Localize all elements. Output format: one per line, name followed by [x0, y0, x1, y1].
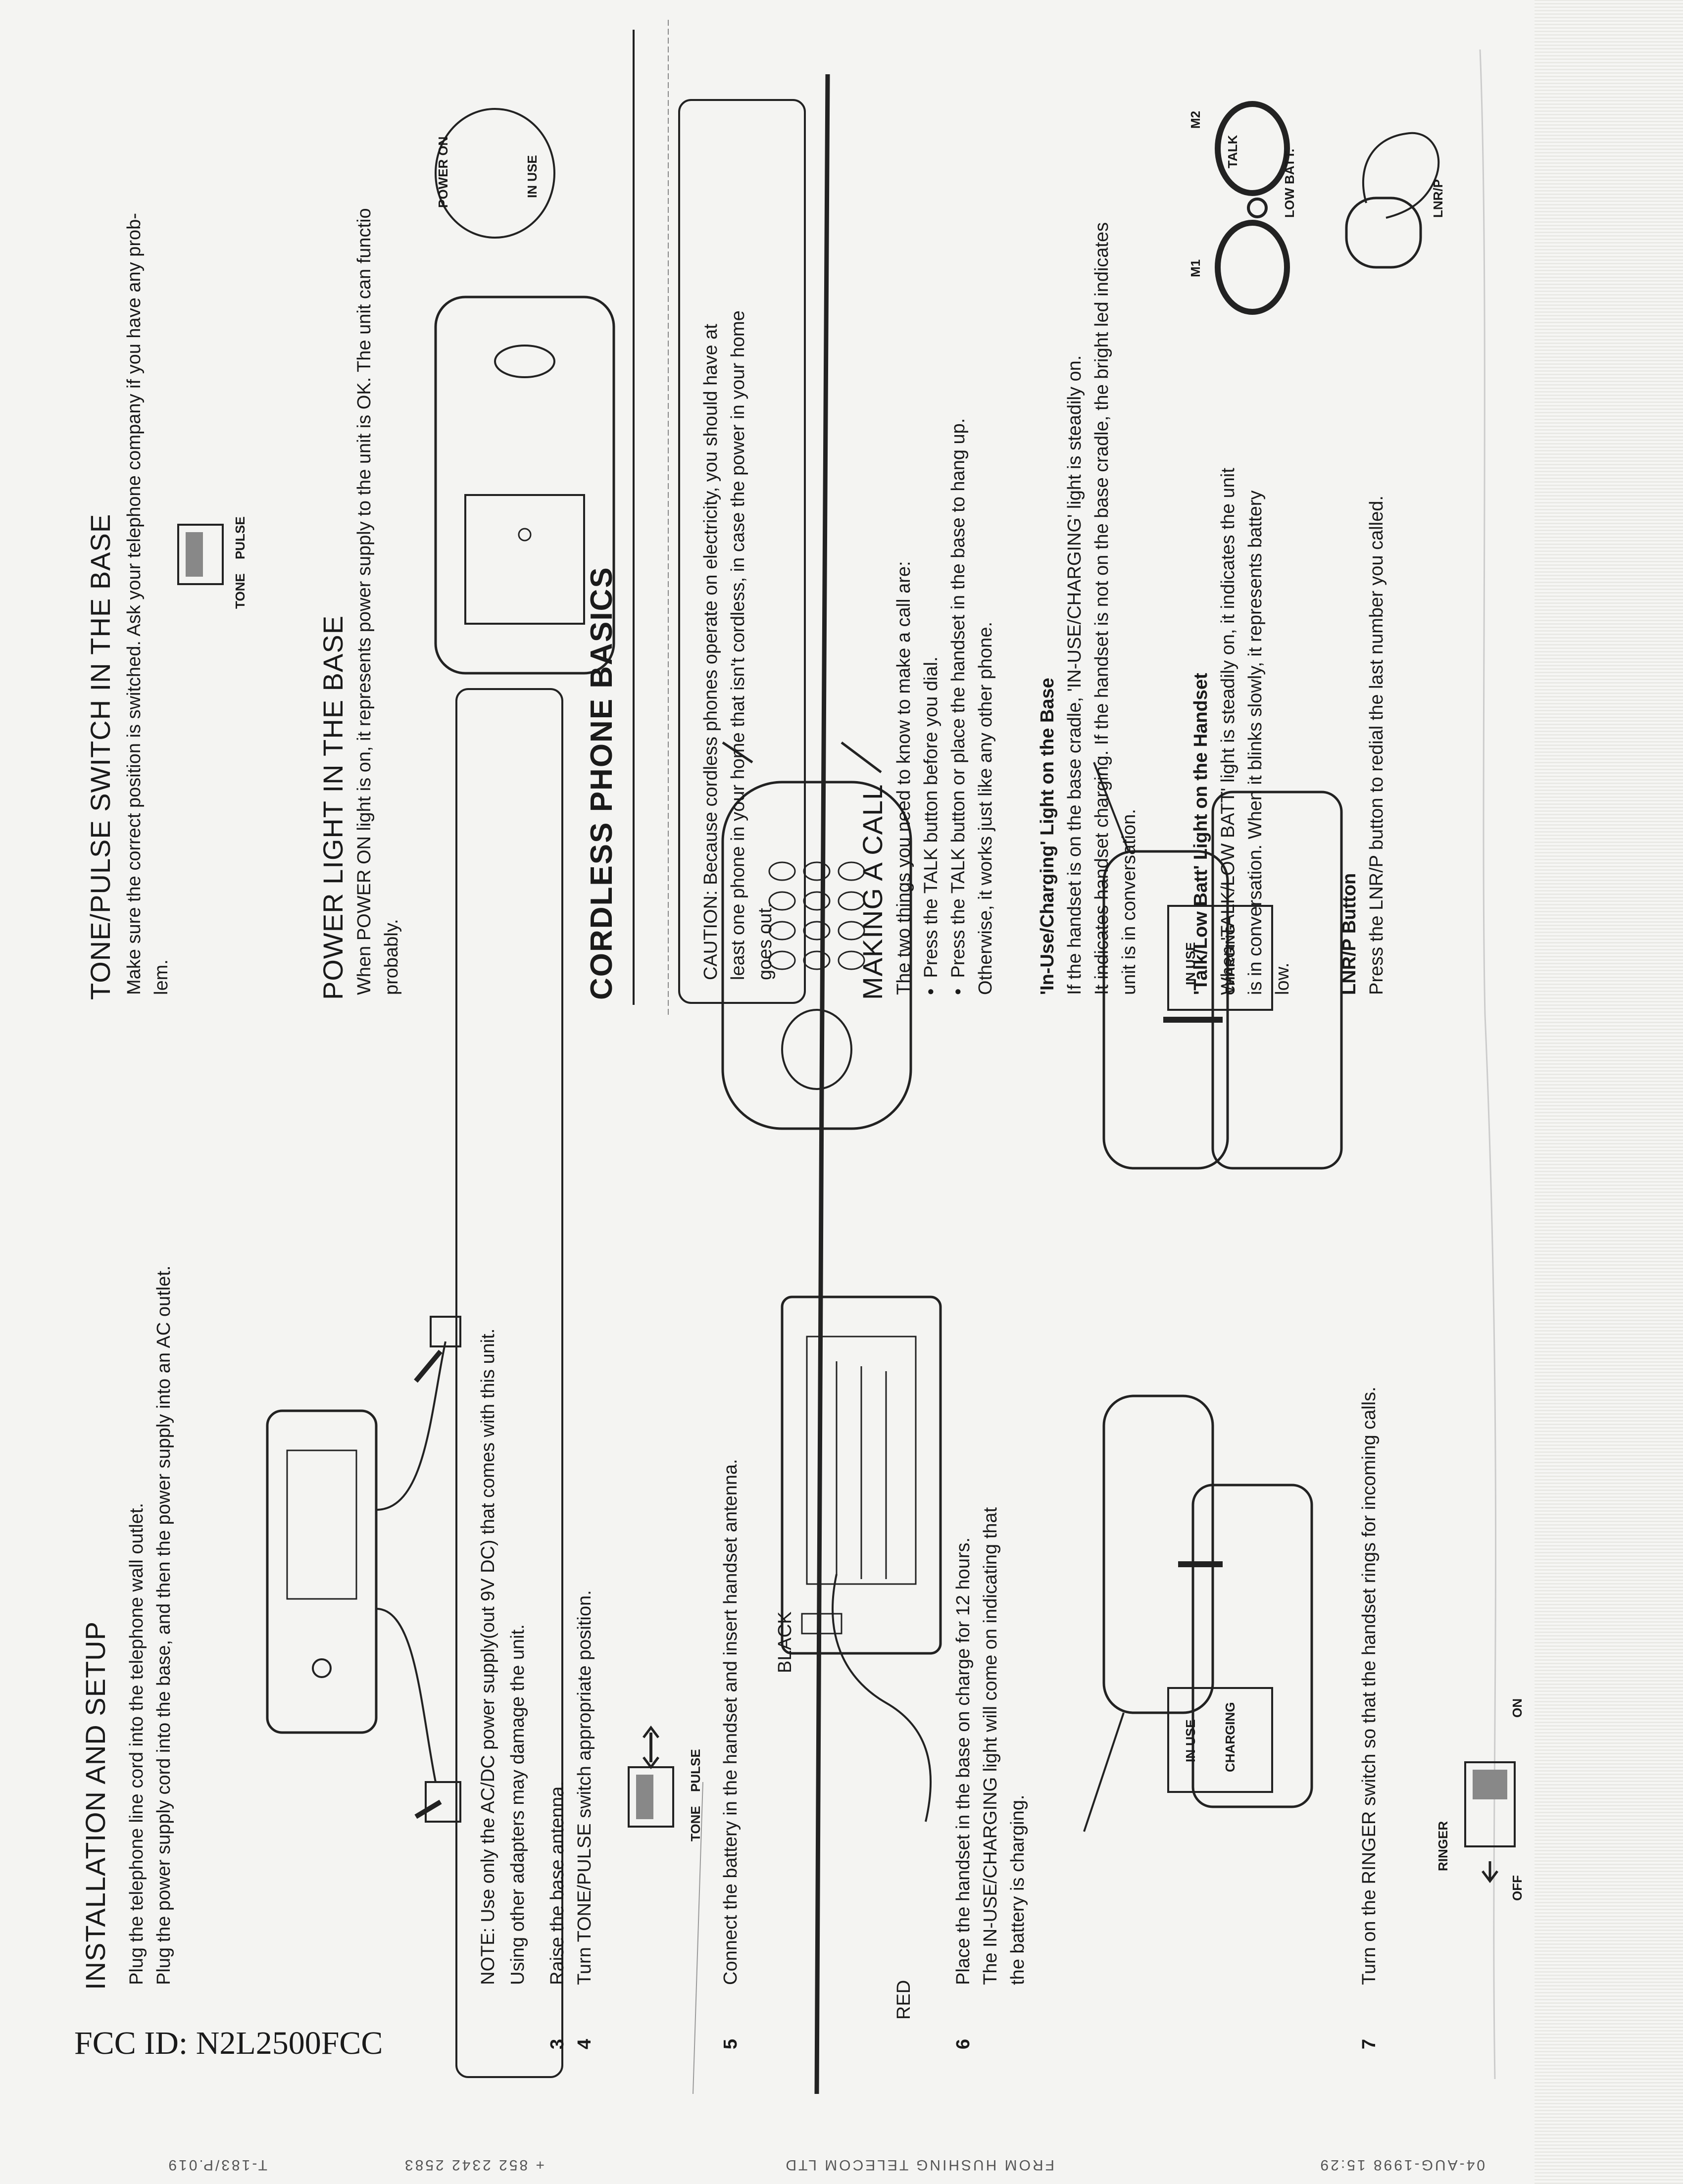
ringer-on-label: ON — [1510, 1698, 1525, 1718]
m2-label: M2 — [1188, 110, 1203, 129]
fax-sender: FROM HUSHING TELECOM LTD — [784, 2157, 1054, 2173]
inuse-light-text-1: If the handset is on the base cradle, 'I… — [1064, 355, 1085, 995]
step-6-number: 6 — [953, 2038, 974, 2049]
talk-light-text-3: low. — [1272, 962, 1293, 995]
ringer-off-label: OFF — [1510, 1875, 1525, 1901]
talk-label: TALK — [1225, 135, 1240, 168]
power-on-label: POWER ON — [436, 136, 450, 208]
charging-badge-1 — [1167, 1687, 1273, 1793]
pulse-label-2: PULSE — [233, 516, 248, 559]
caution-line-1: CAUTION: Because cordless phones operate… — [700, 324, 721, 980]
step-5-text: Connect the battery in the handset and i… — [720, 1459, 741, 1985]
lnrp-text: Press the LNR/P button to redial the las… — [1366, 496, 1387, 995]
fax-page: T-183/P.019 — [166, 2157, 267, 2173]
lnrp-button-icon — [1345, 132, 1440, 269]
step-4-text: Turn TONE/PULSE switch appropriate posit… — [574, 1590, 595, 1985]
base-power-illustration — [434, 296, 615, 675]
step-5-number: 5 — [720, 2038, 741, 2049]
step-1-text: Plug the telephone line cord into the te… — [126, 1503, 147, 1985]
charging-illustration-1 — [1083, 1394, 1313, 1832]
pulse-label: PULSE — [688, 1749, 703, 1792]
charging-label-1: CHARGING — [1223, 1702, 1238, 1772]
in-use-label-1: IN USE — [1183, 1719, 1198, 1762]
power-on-callout — [435, 108, 555, 239]
fcc-id: FCC ID: N2L2500FCC — [74, 2025, 383, 2061]
lnrp-label: LNR/P — [1431, 179, 1445, 218]
tone-pulse-text-1: Make sure the correct position is switch… — [124, 213, 145, 995]
step-6-line-1: Place the handset in the base on charge … — [953, 1537, 974, 1985]
step-7-text: Turn on the RINGER switch so that the ha… — [1359, 1387, 1380, 1985]
low-batt-label: LOW BATT. — [1282, 149, 1297, 218]
scan-noise — [1534, 0, 1683, 2184]
inuse-light-text-3: unit is in conversation. — [1119, 809, 1139, 995]
step-7-number: 7 — [1359, 2038, 1380, 2049]
step-3-text: Raise the base antenna. — [547, 1781, 568, 1985]
base-wiring-illustration — [266, 1316, 461, 1823]
basics-title-rule — [633, 30, 635, 1005]
red-wire-label: RED — [893, 1980, 914, 2020]
inuse-light-text-2: It indicates handset charging. If the ha… — [1091, 222, 1112, 995]
m1-m2-buttons-icon — [1215, 101, 1290, 315]
power-light-text-2: probably. — [381, 919, 402, 995]
making-call-text-4: Otherwise, it works just like any other … — [975, 621, 996, 995]
step-4-number: 4 — [574, 2038, 595, 2049]
handset-keypad-illustration — [721, 741, 912, 1130]
making-call-text-1: The two things you need to know to make … — [893, 561, 914, 995]
charging-badge-2 — [1167, 905, 1273, 1011]
caution-line-2: least one phone in your home that isn't … — [728, 310, 748, 980]
step-2-text: Plug the power supply cord into the base… — [153, 1265, 174, 1985]
making-call-title: MAKING A CALL — [857, 784, 888, 1000]
making-call-text-2: • Press the TALK button before you dial. — [921, 656, 941, 995]
ringer-switch-icon — [1464, 1761, 1516, 1884]
tone-label: TONE — [688, 1806, 703, 1841]
step-6-line-2: The IN-USE/CHARGING light will come on i… — [980, 1507, 1001, 1985]
step-3-number: 3 — [547, 2038, 568, 2049]
power-light-title: POWER LIGHT IN THE BASE — [317, 615, 348, 1000]
tone-label-2: TONE — [233, 573, 248, 609]
power-light-text-1: When POWER ON light is on, it represents… — [354, 208, 375, 995]
note-line-2: Using other adapters may damage the unit… — [507, 1624, 528, 1985]
making-call-text-3: • Press the TALK button or place the han… — [948, 418, 969, 995]
inuse-light-title: 'In-Use/Charging' Light on the Base — [1037, 678, 1058, 995]
lnrp-title: LNR/P Button — [1339, 873, 1360, 995]
tone-pulse-switch-icon — [628, 1725, 674, 1828]
fax-date: 04-AUG-1998 15:29 — [1318, 2157, 1485, 2173]
battery-illustration — [781, 1295, 942, 1822]
installation-title: INSTALLATION AND SETUP — [80, 1621, 111, 1990]
caution-line-3: goes out. — [755, 902, 776, 980]
tone-pulse-text-2: lem. — [151, 959, 172, 995]
talk-light-title: 'Talk/Low Batt' Light on the Handset — [1190, 673, 1211, 995]
fax-number: + 852 2342 2583 — [402, 2157, 544, 2173]
note-line-1: NOTE: Use only the AC/DC power supply(ou… — [478, 1328, 498, 1985]
black-wire-label: BLACK — [775, 1611, 795, 1673]
ringer-label: RINGER — [1436, 1821, 1450, 1871]
caution-box — [678, 99, 806, 1004]
talk-light-text-2: is in conversation. When it blinks slowl… — [1245, 490, 1266, 995]
note-box — [455, 688, 563, 2078]
tone-pulse-switch-icon-2 — [177, 524, 224, 585]
in-use-label-right: IN USE — [525, 155, 540, 198]
m1-label: M1 — [1188, 259, 1203, 277]
talk-light-text-1: When 'TALK/LOW BATT' light is steadily o… — [1218, 468, 1238, 995]
tone-pulse-title: TONE/PULSE SWITCH IN THE BASE — [85, 513, 116, 1000]
step-6-line-3: the battery is charging. — [1007, 1794, 1028, 1985]
cordless-basics-title: CORDLESS PHONE BASICS — [585, 566, 619, 1000]
